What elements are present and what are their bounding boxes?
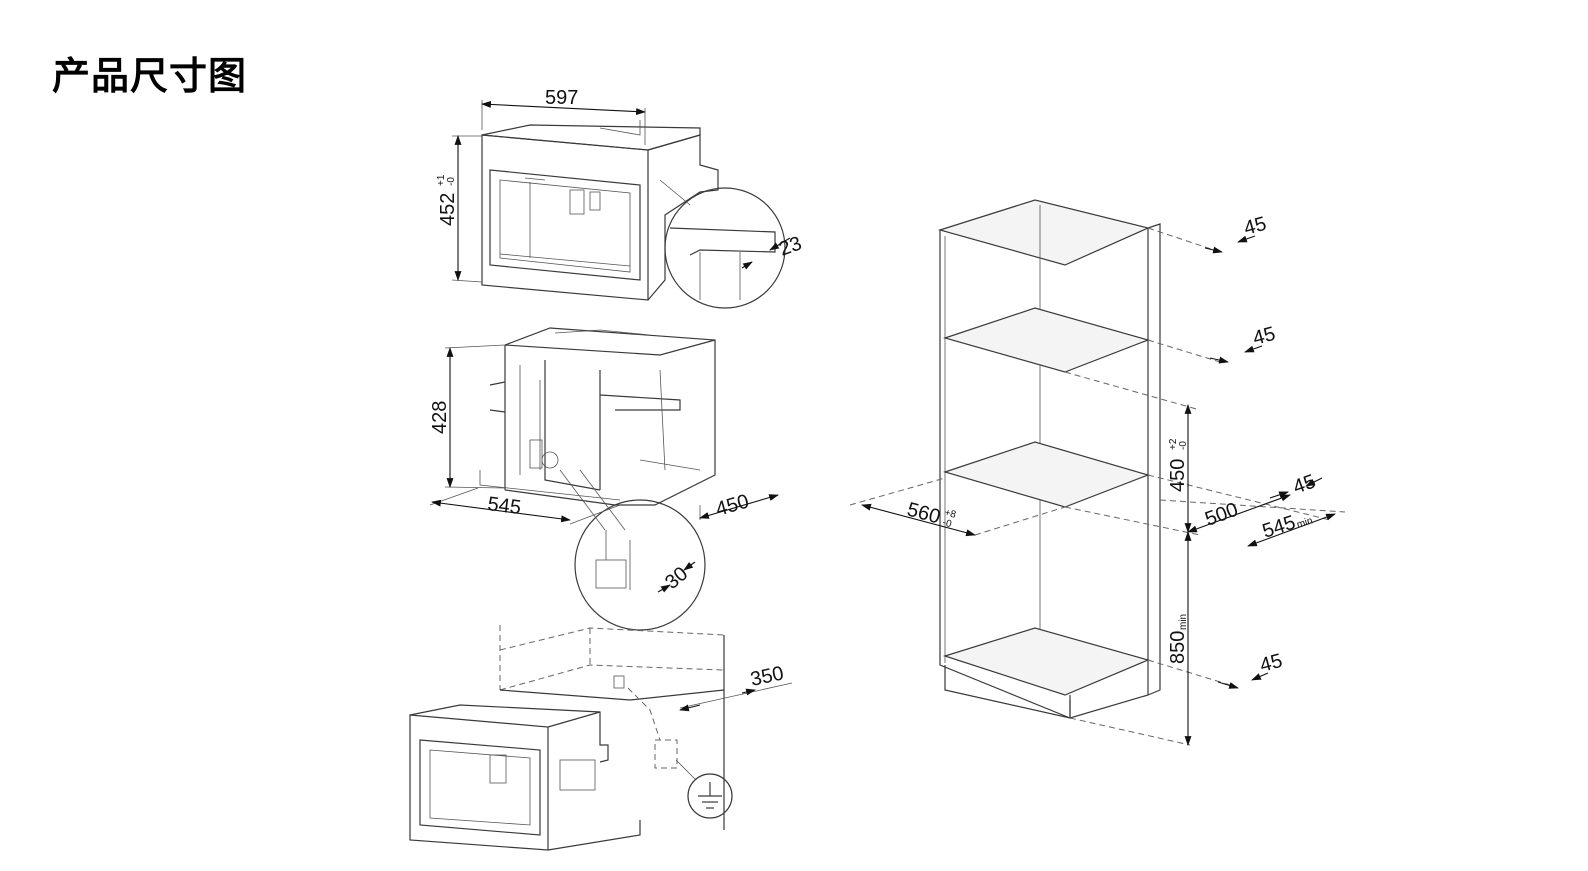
dim-body-depth: 450 (699, 490, 779, 521)
front-view-appliance (481, 120, 786, 309)
dim-appliance-width: 597 (481, 87, 646, 145)
dim-trim-overlap: 23 (741, 232, 805, 270)
dim-tol-450-lower: -0 (1178, 441, 1189, 450)
dim-body-height: 428 (429, 344, 506, 489)
dim-label-45-side: 45 (1290, 470, 1318, 498)
installation-view (409, 625, 733, 851)
dim-label-850: 850 (1167, 631, 1189, 664)
dim-tol-452-upper: +1 (436, 174, 447, 186)
dim-suffix-545-min: min (1296, 515, 1315, 530)
dim-label-45-top: 45 (1242, 213, 1269, 240)
dim-suffix-850-min: min (1178, 614, 1189, 630)
tall-cabinet (849, 199, 1346, 746)
dim-label-450-niche: 450 (1167, 459, 1189, 492)
dim-label-45-bottom: 45 (1258, 650, 1285, 677)
dim-label-545: 545 (486, 493, 522, 519)
dim-tol-560-upper: +8 (943, 507, 957, 521)
rear-view-appliance (479, 327, 716, 631)
dim-floor-height-min: 850 min (1167, 531, 1192, 746)
dim-tol-560-lower: -0 (941, 517, 953, 530)
dim-label-350: 350 (748, 662, 785, 690)
dim-tol-450-upper: +2 (1168, 438, 1179, 450)
ground-symbol-icon (687, 773, 733, 819)
dim-tol-452-lower: -0 (446, 177, 457, 186)
dim-label-500: 500 (1202, 499, 1241, 531)
dim-cabinet-gap-bottom: 45 (1217, 650, 1285, 689)
dim-cabinet-gap-upper-shelf: 45 (1209, 323, 1278, 364)
dim-label-597: 597 (545, 87, 578, 109)
dim-label-450-depth: 450 (713, 490, 751, 520)
dim-cabinet-gap-top: 45 (1204, 213, 1269, 254)
dim-label-452: 452 (437, 193, 459, 226)
dim-cable-clearance: 30 (657, 561, 696, 594)
dim-appliance-height: 452 +1 -0 (436, 135, 483, 283)
dim-label-45-upper: 45 (1251, 323, 1278, 350)
dim-socket-offset: 350 (679, 662, 793, 712)
dim-body-width: 545 (429, 487, 621, 525)
dim-cabinet-depth-min: 545 min (1247, 512, 1336, 547)
dim-label-545-min: 545 (1260, 512, 1299, 543)
dim-niche-height: 450 +2 -0 (1167, 404, 1192, 533)
dim-label-428: 428 (429, 401, 451, 434)
dim-label-560: 560 (905, 499, 943, 529)
dim-niche-gap-side: 45 (1269, 470, 1323, 499)
dim-label-23: 23 (776, 232, 804, 260)
page-title: 产品尺寸图 (52, 54, 248, 98)
dim-niche-width: 560 +8 -0 (861, 499, 976, 537)
